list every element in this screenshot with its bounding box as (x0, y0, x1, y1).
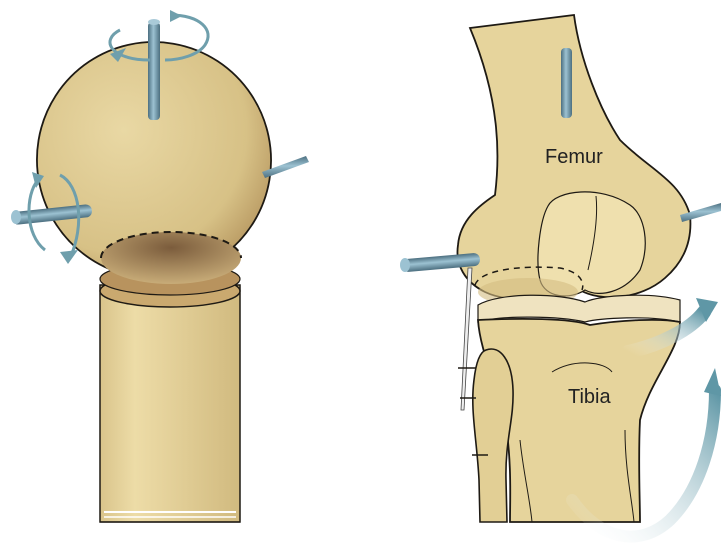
shaft (100, 285, 240, 522)
tibia-label: Tibia (568, 386, 611, 408)
knee-model: Femur Tibia (400, 15, 721, 537)
femur-label: Femur (545, 146, 603, 168)
femur-pin (561, 48, 572, 118)
fibula-bone (473, 349, 513, 522)
meniscus (478, 295, 680, 322)
ball-socket-model (11, 10, 309, 522)
